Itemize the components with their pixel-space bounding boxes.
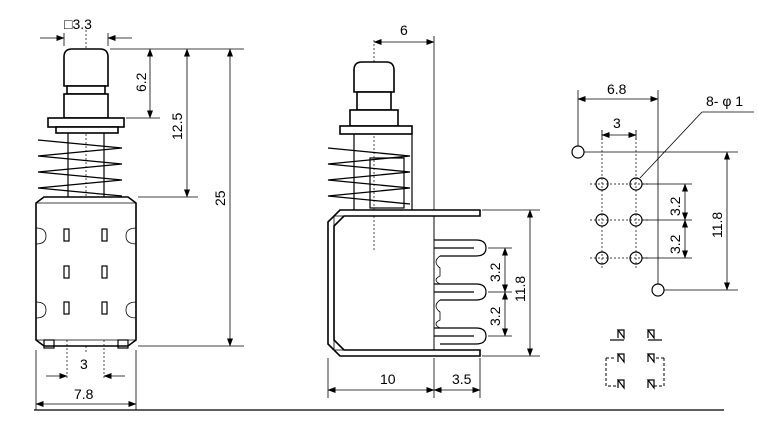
front-contact-slot	[101, 228, 108, 242]
dim-pcb-span: 11.8	[709, 212, 725, 238]
dim-side-pitch-2: 3.2	[487, 306, 503, 326]
dim-front-travel: 12.5	[169, 113, 185, 140]
front-foot	[43, 339, 55, 349]
pcb-hole	[571, 145, 585, 159]
side-button-cap	[353, 61, 395, 93]
front-contact-slot	[63, 265, 70, 279]
dim-front-square: □3.3	[64, 16, 92, 32]
side-terminal	[434, 239, 487, 257]
symbol-contact	[616, 329, 625, 340]
symbol-contact	[646, 353, 655, 364]
pcb-hole	[595, 177, 609, 191]
pcb-hole	[595, 251, 609, 265]
front-contact-slot	[63, 228, 70, 242]
front-contact-slot	[101, 265, 108, 279]
symbol-contact	[616, 379, 625, 390]
front-contact-slot	[63, 301, 70, 315]
side-stem	[356, 91, 392, 111]
front-stem-collar	[66, 85, 106, 95]
pcb-hole	[595, 213, 609, 227]
side-flange	[339, 125, 413, 135]
dim-side-bottom-right: 3.5	[452, 371, 472, 387]
pcb-layout: 6.8 3 8- φ 1 3.2 3.2 11.8	[571, 81, 754, 297]
side-terminal	[434, 327, 487, 345]
side-actuator	[369, 157, 405, 209]
pcb-hole	[651, 283, 665, 297]
front-notch	[35, 227, 47, 245]
dim-pcb-pitch-y1: 3.2	[667, 196, 683, 216]
dim-front-pin-pitch: 3	[80, 356, 88, 372]
dim-side-top: 6	[400, 22, 408, 38]
side-spring	[327, 147, 411, 205]
dim-pcb-pitch-y2: 3.2	[667, 234, 683, 254]
side-view: 6 3.2 3.2 11.8 10 3.5	[327, 22, 540, 398]
side-frame	[327, 209, 481, 357]
dim-side-bottom-left: 10	[380, 371, 396, 387]
front-notch	[125, 301, 137, 319]
dim-pcb-width: 6.8	[607, 81, 627, 97]
side-terminal	[434, 283, 487, 301]
symbol-contact	[646, 379, 655, 390]
front-flange	[47, 117, 125, 128]
schematic-symbol	[605, 329, 665, 390]
side-terminal-link	[435, 299, 441, 329]
front-stem	[63, 93, 109, 119]
front-flange-lower	[55, 126, 119, 134]
side-housing	[333, 215, 435, 351]
front-notch	[125, 227, 137, 245]
dim-pcb-holes: 8- φ 1	[706, 93, 743, 109]
symbol-contact	[616, 353, 625, 364]
symbol-contact	[646, 329, 655, 340]
side-stem-lower	[349, 109, 399, 127]
front-spring	[37, 139, 123, 197]
symbol-outline	[605, 357, 665, 387]
front-button-cap	[63, 48, 109, 87]
side-terminal-link	[435, 255, 441, 285]
dim-front-cap-height: 6.2	[133, 72, 149, 92]
dim-front-body-width: 7.8	[74, 386, 94, 402]
leader-line	[639, 111, 703, 179]
front-notch	[35, 301, 47, 319]
front-contact-slot	[101, 301, 108, 315]
dim-front-total-height: 25	[212, 190, 228, 206]
dim-side-span: 11.8	[512, 276, 528, 302]
dim-pcb-pitch-x: 3	[613, 115, 621, 131]
front-view: □3.3 6.2 12.5 25 3 7.8	[35, 16, 244, 410]
dim-side-pitch-1: 3.2	[487, 262, 503, 282]
front-body	[35, 196, 137, 347]
front-foot	[117, 339, 129, 349]
